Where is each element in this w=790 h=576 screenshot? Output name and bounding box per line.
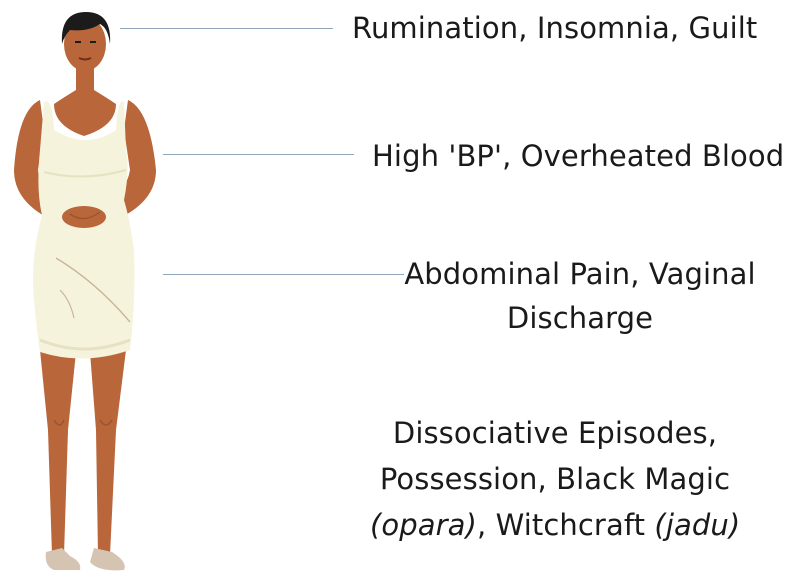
label-abdomen-symptoms: Abdominal Pain, Vaginal Discharge [400, 252, 760, 340]
label-whole-body-line3: (opara), Witchcraft (jadu) [370, 502, 740, 548]
label-abdomen-line1: Abdominal Pain, Vaginal [400, 252, 760, 296]
label-head-text: Rumination, Insomnia, Guilt [352, 11, 757, 45]
label-abdomen-line2: Discharge [400, 296, 760, 340]
woman-figure-illustration [0, 0, 170, 576]
label-whole-body-symptoms: Dissociative Episodes, Possession, Black… [370, 410, 740, 548]
connector-line-head [120, 28, 333, 29]
label-whole-body-line2: Possession, Black Magic [370, 456, 740, 502]
label-head-symptoms: Rumination, Insomnia, Guilt [352, 6, 757, 50]
head [62, 12, 110, 71]
connector-line-chest [163, 154, 354, 155]
connector-line-abdomen [163, 274, 404, 275]
term-jadu: (jadu) [654, 508, 740, 542]
shoes [46, 548, 125, 570]
neck-chest [54, 68, 116, 136]
term-opara: (opara) [370, 508, 477, 542]
legs [40, 350, 126, 555]
label-chest-text: High 'BP', Overheated Blood [372, 139, 784, 173]
dress [33, 101, 135, 358]
clasped-hands [62, 206, 106, 228]
text-witchcraft: , Witchcraft [477, 508, 654, 542]
label-whole-body-line1: Dissociative Episodes, [370, 410, 740, 456]
label-chest-symptoms: High 'BP', Overheated Blood [372, 134, 784, 178]
